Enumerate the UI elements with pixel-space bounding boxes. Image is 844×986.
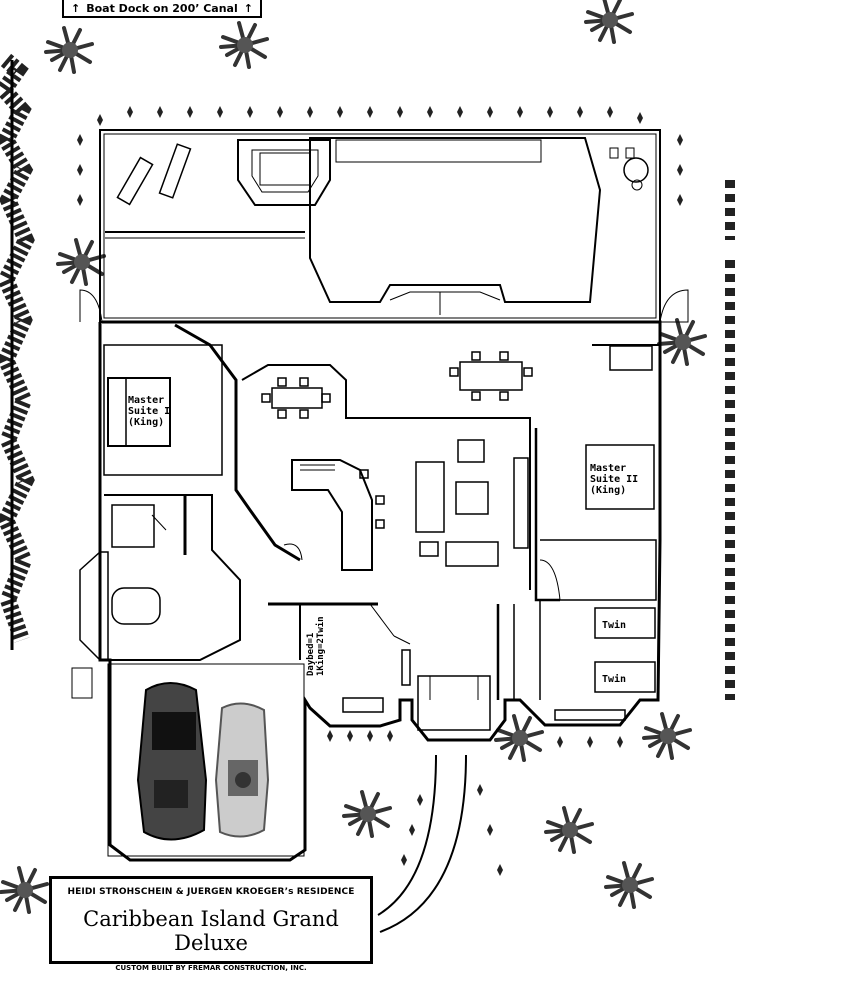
arrow-up-icon: ↑ xyxy=(71,1,81,15)
boat-dock-label: Boat Dock on 200’ Canal xyxy=(86,1,238,15)
title-block: HEIDI STROHSCHEIN & JUERGEN KROEGER’s RE… xyxy=(49,876,373,972)
room-label-line: Suite I xyxy=(128,406,171,417)
daybed-label-line: 1King=2Twin xyxy=(316,616,326,676)
driveway xyxy=(377,754,467,933)
room-label-line: (King) xyxy=(590,485,627,496)
furniture xyxy=(107,351,533,567)
landscaping xyxy=(0,0,735,914)
pool-area xyxy=(99,129,661,323)
garage-cars xyxy=(136,682,270,841)
owner-name: HEIDI STROHSCHEIN & JUERGEN KROEGER’s RE… xyxy=(67,887,355,897)
daybed-label-line: Daybed=1 xyxy=(306,632,316,676)
door-swings xyxy=(79,289,689,645)
master-suite-2-label: Master Suite II (King) xyxy=(590,463,638,496)
room-label-line: Suite II xyxy=(590,474,639,485)
house-walls xyxy=(71,320,662,862)
daybed-label: Daybed=1 1King=2Twin xyxy=(306,616,326,676)
builder-credit: CUSTOM BUILT BY FREMAR CONSTRUCTION, INC… xyxy=(115,964,307,972)
model-name: Caribbean Island Grand Deluxe xyxy=(83,907,339,955)
room-label-line: Master xyxy=(590,463,627,474)
room-label-line: Master xyxy=(128,395,165,406)
twin-room-label-1: Twin xyxy=(602,620,627,631)
master-suite-1-label: Master Suite I (King) xyxy=(128,395,170,428)
twin-room-label-2: Twin xyxy=(602,674,627,685)
arrow-up-icon: ↑ xyxy=(243,1,253,15)
boat-dock-sign: ↑ Boat Dock on 200’ Canal ↑ xyxy=(62,0,262,18)
room-label-line: (King) xyxy=(128,417,165,428)
